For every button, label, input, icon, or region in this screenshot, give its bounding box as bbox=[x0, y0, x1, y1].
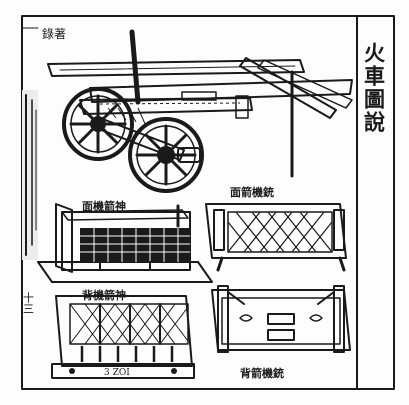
gun-box-back-drawing bbox=[51, 295, 195, 379]
bottom-inscription: 3 ZOI bbox=[104, 368, 130, 378]
turret-front-drawing bbox=[205, 203, 347, 272]
fire-cart-drawing bbox=[47, 29, 353, 193]
label-turret-front: 面箭機銃 bbox=[230, 185, 274, 199]
page-title: 火車圖說 bbox=[362, 42, 387, 134]
label-gun-box-back: 背機箭神 bbox=[82, 288, 126, 302]
left-margin-text bbox=[22, 90, 38, 260]
margin-label: 錄著 bbox=[42, 26, 66, 41]
gun-box-front-drawing bbox=[37, 203, 213, 283]
label-turret-back: 背箭機銃 bbox=[240, 366, 284, 380]
turret-back-drawing bbox=[211, 285, 351, 353]
label-gun-box-front: 面機箭神 bbox=[82, 199, 126, 213]
page-number: 十三 bbox=[22, 291, 35, 314]
